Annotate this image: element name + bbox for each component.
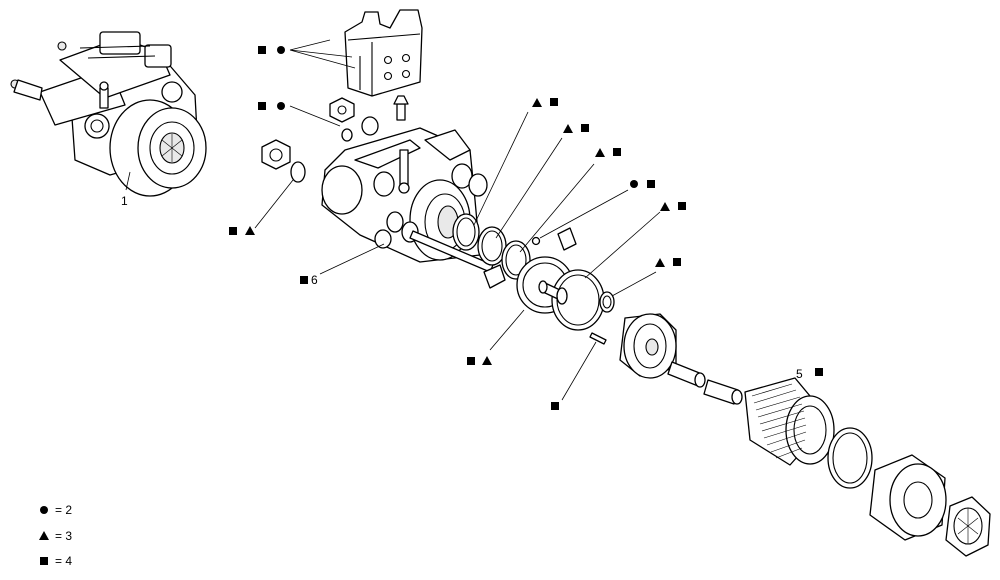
callout-6: 6 [311,273,318,287]
end-cap [619,313,677,379]
legend-circle-symbol [40,506,48,514]
small-fittings [329,95,409,142]
legend: = 2 = 3 = 4 [39,503,72,568]
bellows-spring [744,377,835,466]
nut-and-oring [261,139,306,183]
sleeve-rods [667,361,743,405]
mounting-bracket [344,9,423,97]
o-rings [452,213,577,280]
legend-square-symbol [40,557,48,565]
legend-circle-value: = 2 [55,503,72,517]
callout-assembly: 1 [121,194,128,208]
legend-triangle-value: = 3 [55,529,72,543]
legend-square-value: = 4 [55,554,72,568]
callout-5: 5 [796,367,803,381]
cover [869,454,947,541]
washer-and-pin [589,291,615,345]
assembled-unit [10,31,207,197]
large-o-ring [827,427,873,489]
end-filter [945,496,991,557]
legend-triangle-symbol [39,531,49,540]
piston-and-rings [516,256,605,331]
